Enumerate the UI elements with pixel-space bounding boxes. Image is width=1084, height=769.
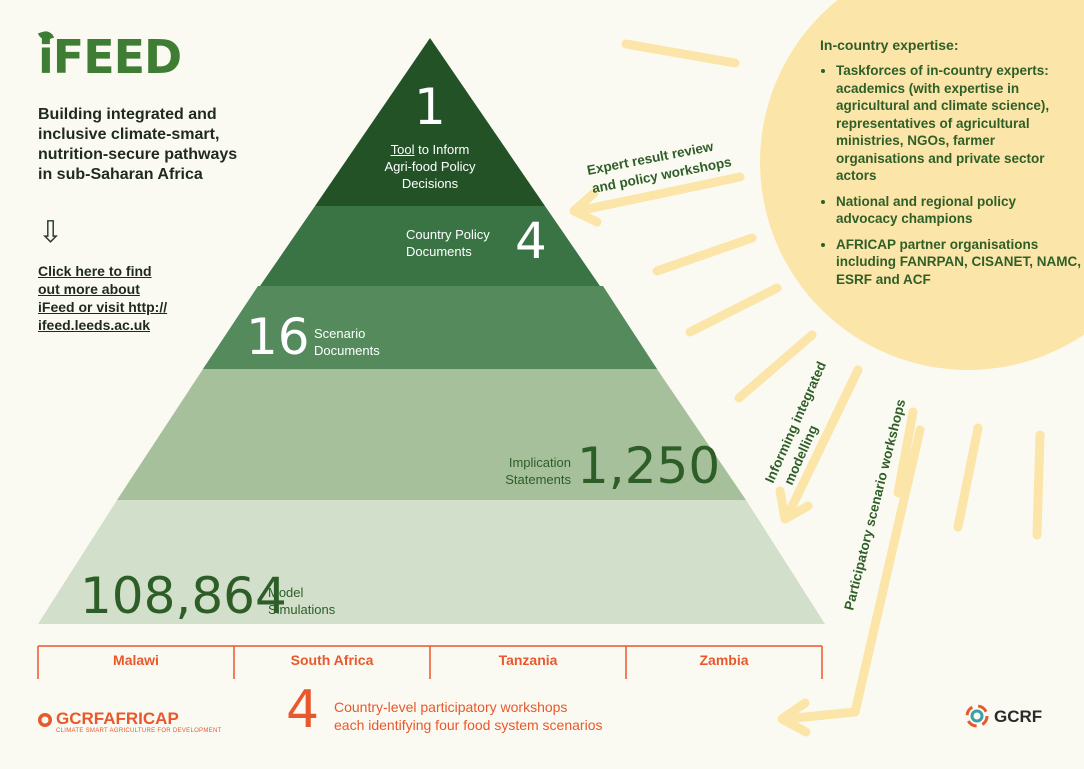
expert-review-arrow-head bbox=[569, 188, 602, 227]
workshops-number: 4 bbox=[286, 680, 320, 740]
implication-label: Implication Statements bbox=[505, 455, 571, 487]
workshops-text: Country-level participatory workshops ea… bbox=[334, 699, 603, 733]
informing-arrow-shaft bbox=[782, 365, 863, 522]
sun-circle bbox=[760, 0, 1084, 370]
expertise-item: Taskforces of in-country experts: academ… bbox=[836, 62, 1081, 185]
country-tanzania: Tanzania bbox=[498, 652, 558, 668]
country-bracket bbox=[37, 645, 823, 679]
sun-ray bbox=[685, 283, 782, 337]
sun-ray bbox=[893, 407, 918, 498]
participatory-arrow-head bbox=[777, 698, 811, 737]
scenario-number: 16 bbox=[246, 308, 310, 366]
pyramid-tier-scenario bbox=[203, 286, 657, 369]
africap-sun-icon bbox=[38, 713, 52, 727]
tool-word: Tool bbox=[390, 142, 415, 157]
expertise-title: In-country expertise: bbox=[820, 37, 959, 53]
pyramid-tier-model bbox=[38, 500, 825, 624]
policy-label: Country Policy Documents bbox=[406, 227, 490, 259]
country-zambia: Zambia bbox=[699, 652, 749, 668]
participatory-arrow-shaft bbox=[780, 425, 925, 724]
informing-arrow-head bbox=[775, 486, 813, 524]
sun-rays bbox=[621, 39, 1045, 540]
tool-label-2: Agri-food Policy Decisions bbox=[384, 159, 476, 191]
expertise-list: Taskforces of in-country experts: academ… bbox=[818, 62, 1081, 296]
ifeed-website-link[interactable]: Click here to find out more about iFeed … bbox=[38, 263, 168, 333]
gcrf-logo: GCRF bbox=[994, 707, 1043, 726]
tool-number: 1 bbox=[414, 78, 446, 136]
model-label: Model Simulations bbox=[268, 585, 336, 617]
sun-ray bbox=[652, 233, 757, 276]
africap-tagline: CLIMATE SMART AGRICULTURE FOR DEVELOPMEN… bbox=[56, 728, 222, 734]
expertise-item: National and regional policy advocacy ch… bbox=[836, 193, 1081, 228]
scenario-label: Scenario Documents bbox=[314, 326, 380, 358]
sun-ray bbox=[734, 330, 817, 403]
expertise-item: AFRICAP partner organisations including … bbox=[836, 236, 1081, 289]
policy-number: 4 bbox=[515, 212, 547, 270]
sun-ray bbox=[953, 423, 983, 532]
country-south-africa: South Africa bbox=[290, 652, 374, 668]
sun-ray bbox=[621, 39, 740, 68]
pyramid-tier-tool bbox=[315, 38, 545, 206]
gcrf-logo-icon bbox=[965, 704, 989, 728]
pyramid-tier-implication bbox=[117, 369, 746, 500]
implication-number: 1,250 bbox=[577, 437, 721, 495]
tool-rest: to Inform bbox=[414, 142, 470, 157]
down-arrow-icon: ⇩ bbox=[38, 216, 64, 249]
expert-review-arrow-shaft bbox=[573, 172, 745, 216]
ifeed-logo: iFEED bbox=[38, 30, 182, 84]
country-malawi: Malawi bbox=[113, 652, 159, 668]
sun-ray bbox=[1032, 430, 1045, 540]
subtitle: Building integrated and inclusive climat… bbox=[38, 106, 238, 183]
model-number: 108,864 bbox=[80, 567, 287, 625]
tool-label: Tool to Inform bbox=[380, 141, 480, 158]
gcrf-africap-logo: GCRFAFRICAP bbox=[56, 709, 179, 728]
